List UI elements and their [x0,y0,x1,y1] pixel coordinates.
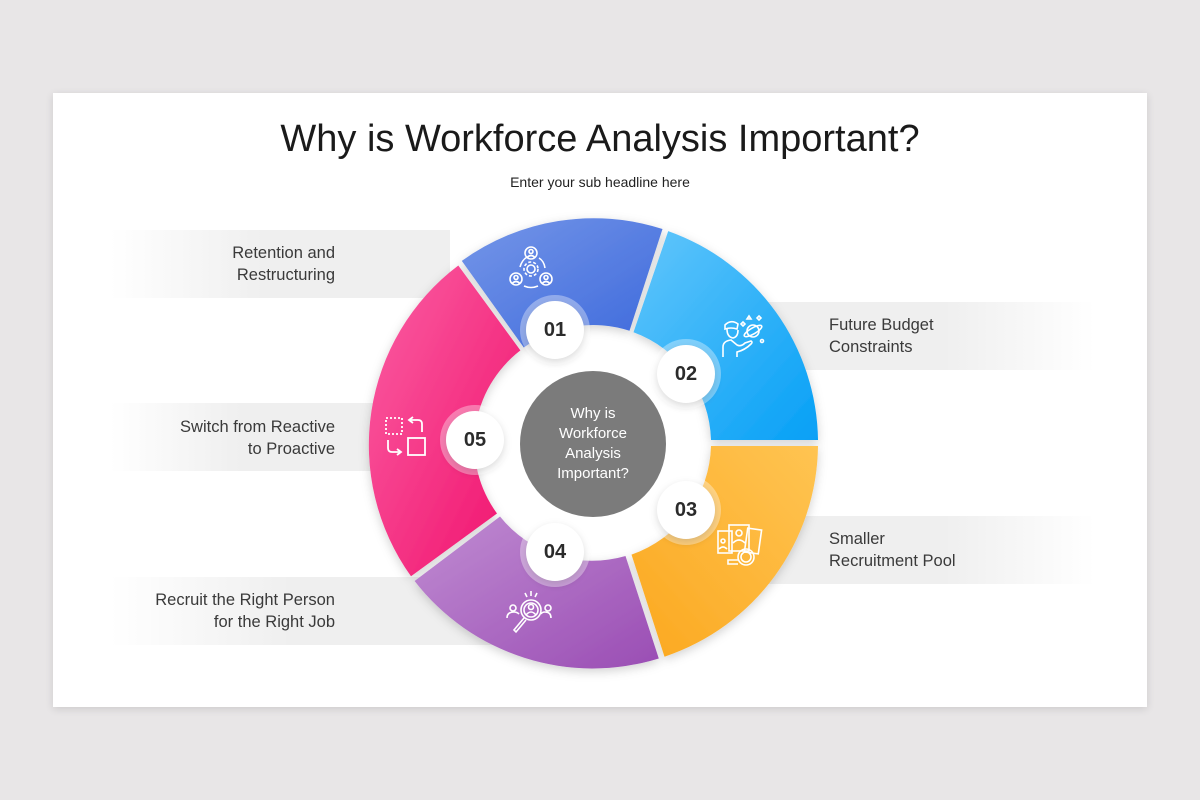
label-03-line1: Smaller [829,530,885,548]
step-badge-02: 02 [657,345,715,403]
segment-03 [631,446,818,657]
label-04-line1: Recruit the Right Person [155,591,335,609]
label-band-03 [760,516,1095,584]
team-cycle-gear-icon [508,245,554,294]
resumes-magnifier-icon [716,523,764,574]
label-01-line2: Restructuring [236,266,335,284]
step-badge-03: 03 [657,481,715,539]
label-04: Recruit the Right Person for the Right J… [100,589,335,633]
label-band-01 [110,230,450,298]
segment-02 [633,231,818,440]
switch-squares-arrows-icon [384,416,428,463]
center-hub-text: Why is Workforce Analysis Important? [557,405,629,482]
segment-01 [461,218,663,348]
label-02-line1: Future Budget [829,316,934,334]
label-05-line1: Switch from Reactive [180,418,335,436]
step-badge-05: 05 [446,411,504,469]
page-title: Why is Workforce Analysis Important? [280,118,920,160]
person-idea-planet-icon [719,313,765,364]
label-01-line1: Retention and [232,244,335,262]
center-hub: Why is Workforce Analysis Important? [520,371,666,517]
label-band-02 [760,302,1095,370]
label-band-05 [110,403,400,471]
label-02-line2: Constraints [829,338,913,356]
segment-05 [368,265,521,577]
label-05-line2: to Proactive [247,440,335,458]
step-badge-04: 04 [526,523,584,581]
page-subtitle: Enter your sub headline here [510,174,690,190]
label-04-line2: for the Right Job [213,613,335,631]
segment-04 [414,516,659,669]
label-05: Switch from Reactive to Proactive [110,416,335,460]
talent-search-icon [505,590,553,641]
label-03: Smaller Recruitment Pool [829,528,1079,572]
label-01: Retention and Restructuring [110,242,335,286]
label-02: Future Budget Constraints [829,314,1079,358]
step-badge-01: 01 [526,301,584,359]
label-03-line2: Recruitment Pool [829,552,956,570]
